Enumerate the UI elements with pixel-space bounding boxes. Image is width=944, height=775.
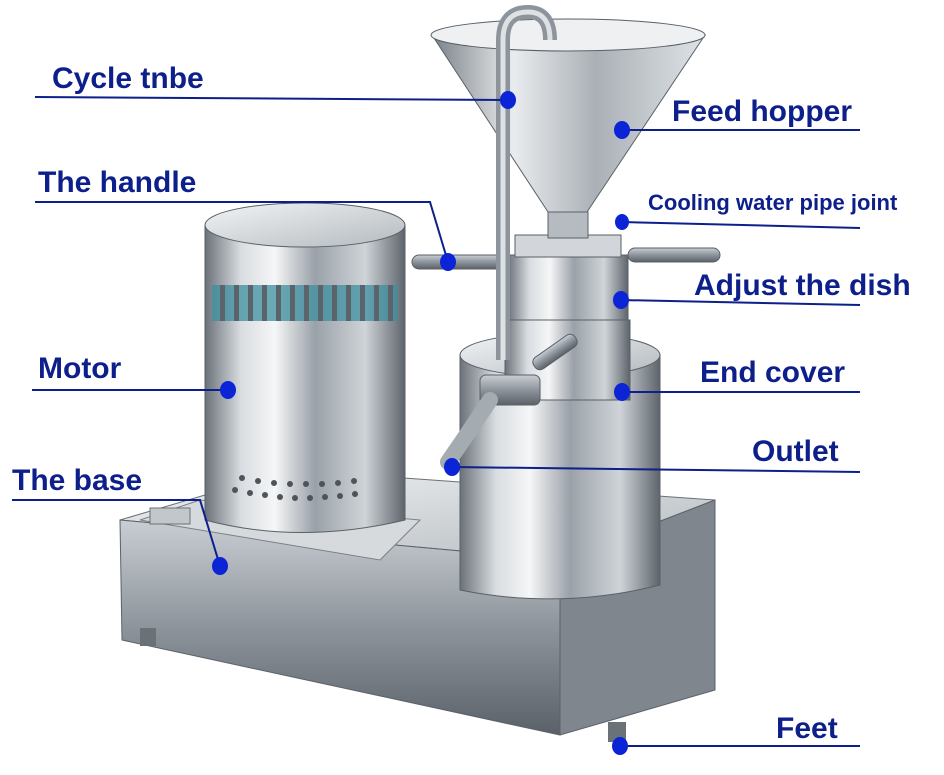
motor-top <box>204 202 406 248</box>
hopper-cone <box>431 34 706 216</box>
hopper-neck <box>547 211 589 239</box>
dot-end-cover <box>614 383 630 401</box>
callout-labels: Cycle tnbe Feed hopper The handle Coolin… <box>12 62 911 745</box>
label-motor: Motor <box>38 352 122 385</box>
dot-adjust-dish <box>613 291 629 309</box>
dot-feed-hopper <box>614 121 630 139</box>
dot-base <box>212 557 228 575</box>
dot-cooling-joint <box>615 214 629 230</box>
foot-left <box>140 628 156 646</box>
motor-holes <box>232 475 358 501</box>
dot-cycle-tube <box>500 91 516 109</box>
handle-left <box>411 254 509 270</box>
label-handle: The handle <box>38 166 196 199</box>
label-cycle-tube: Cycle tnbe <box>52 62 204 95</box>
handle-right <box>627 247 721 263</box>
label-base: The base <box>12 464 142 497</box>
callout-dots <box>212 91 630 755</box>
label-end-cover: End cover <box>700 356 845 389</box>
label-cooling-joint: Cooling water pipe joint <box>648 190 898 215</box>
dot-outlet <box>444 458 460 476</box>
dot-handle <box>440 253 456 271</box>
motor-vents <box>212 285 398 321</box>
dot-motor <box>220 381 236 399</box>
leader-lines <box>12 96 861 747</box>
foot-front <box>608 722 626 742</box>
machine-illustration <box>119 4 721 742</box>
label-feed-hopper: Feed hopper <box>672 95 852 128</box>
hopper-rim <box>430 18 706 52</box>
dot-feet <box>612 737 628 755</box>
label-outlet: Outlet <box>752 435 839 468</box>
label-feet: Feet <box>776 712 838 745</box>
label-adjust-dish: Adjust the dish <box>694 269 911 302</box>
bracket <box>149 507 191 525</box>
adjust-dish-ring <box>507 254 629 321</box>
outlet-spout <box>440 392 498 470</box>
mill-housing <box>459 354 661 600</box>
valve-lever <box>532 333 578 371</box>
